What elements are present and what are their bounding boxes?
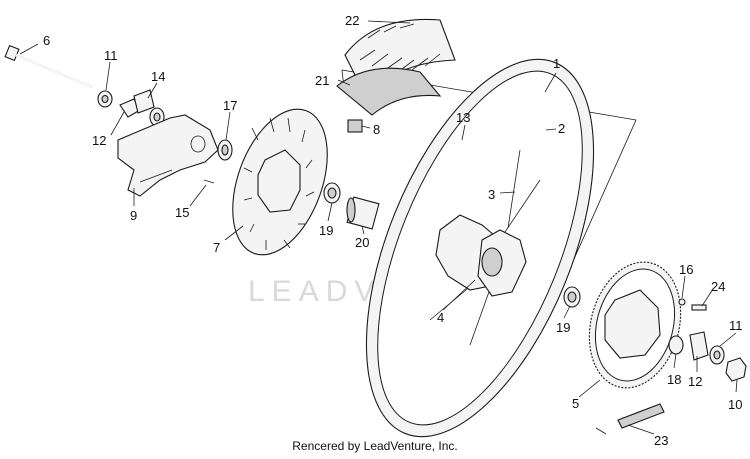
callout-1: 1 [553,56,560,71]
callout-5: 5 [572,396,579,411]
callout-19-left: 19 [319,223,333,238]
leader-lines [19,20,738,435]
callout-9: 9 [130,208,137,223]
callout-6: 6 [43,33,50,48]
screw-16 [678,298,686,306]
callout-17: 17 [223,98,237,113]
callout-16: 16 [679,262,693,277]
axle-6 [4,44,93,89]
screw-15 [203,179,215,184]
callout-14: 14 [151,69,165,84]
callout-12-left: 12 [92,133,106,148]
callout-23: 23 [654,433,668,448]
brake-disc-7 [232,108,328,256]
assembly-bracket [341,69,637,269]
sprocket-5 [588,261,682,389]
callout-21: 21 [315,73,329,88]
chain-23 [595,403,665,435]
spacer-18 [668,335,684,355]
credit-line: Rencered by LeadVenture, Inc. [292,439,458,453]
callout-24: 24 [711,279,725,294]
callout-20: 20 [355,235,369,250]
callout-19-right: 19 [556,320,570,335]
callout-11-left: 11 [104,48,118,63]
callout-3: 3 [488,187,495,202]
callout-10: 10 [728,397,742,412]
spacer-20 [346,196,380,230]
callout-7: 7 [213,240,220,255]
callout-22: 22 [345,13,359,28]
callout-18: 18 [667,372,681,387]
caliper-bracket-9 [117,114,219,197]
inner-tube-21 [336,67,442,116]
callout-11-right: 11 [729,318,743,333]
callout-15: 15 [175,205,189,220]
callout-8: 8 [373,122,380,137]
callout-12-right: 12 [688,374,702,389]
chain-adjuster-12-right [689,331,709,361]
bolt-24 [691,304,707,311]
nut-10 [725,357,747,382]
callout-4: 4 [437,310,444,325]
callout-labels: 1 2 3 4 5 6 7 8 9 10 11 11 12 12 13 14 1… [43,13,743,448]
valve-8 [347,119,363,133]
callout-13: 13 [456,110,470,125]
callout-2: 2 [558,121,565,136]
hub-4 [435,214,527,297]
